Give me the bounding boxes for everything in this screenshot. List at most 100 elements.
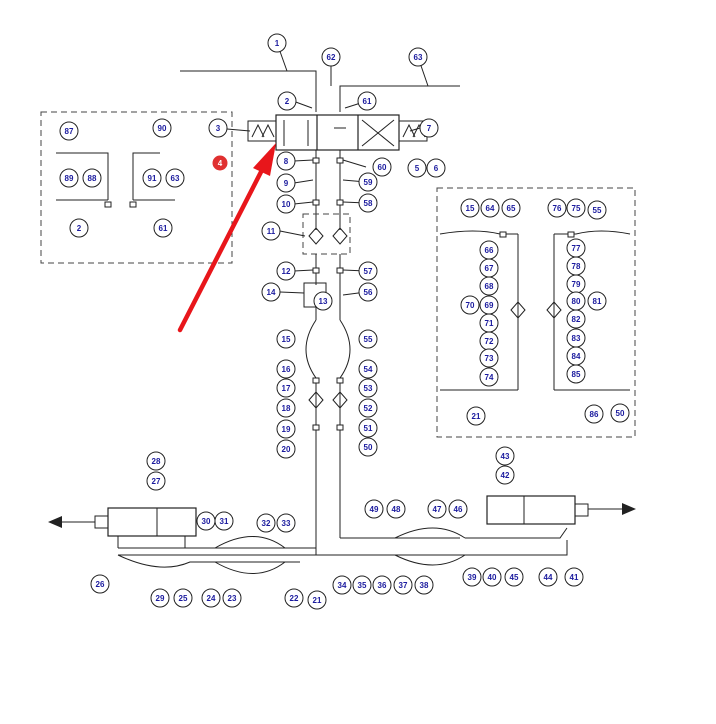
callout-28: 28 [146,451,166,471]
callout-33: 33 [276,513,296,533]
callout-circle [307,590,327,610]
callout-number: 24 [207,594,216,603]
callout-number: 12 [282,267,291,276]
callout-circle [564,567,584,587]
callout-68: 68 [479,276,499,296]
callout-circle [610,403,630,423]
callout-37: 37 [393,575,413,595]
callout-23: 23 [222,588,242,608]
callout-38: 38 [414,575,434,595]
fittings-trunk [312,157,344,431]
callout-circle [538,567,558,587]
callout-number: 55 [364,335,373,344]
callout-number: 56 [364,288,373,297]
callout-number: 22 [290,594,299,603]
callout-circle [479,276,499,296]
callout-number: 17 [282,384,291,393]
callout-13: 13 [313,291,333,311]
callout-63: 63 [165,168,185,188]
callout-number: 16 [282,365,291,374]
callout-number: 4 [218,159,223,168]
callout-circle [59,168,79,188]
callout-number: 87 [65,127,74,136]
callout-number: 60 [378,163,387,172]
callout-circle [276,173,296,193]
callout-number: 78 [572,262,581,271]
callout-number: 74 [485,373,494,382]
callout-67: 67 [479,258,499,278]
callout-circle [152,118,172,138]
callout-number: 7 [427,124,432,133]
callout-circle [276,513,296,533]
callout-number: 25 [179,594,188,603]
callout-circle [173,588,193,608]
callout-number: 34 [338,581,347,590]
callout-number: 2 [285,97,290,106]
callout-72: 72 [479,331,499,351]
callout-circle [408,47,428,67]
callout-number: 13 [319,297,328,306]
callout-43: 43 [495,446,515,466]
callout-circle [276,419,296,439]
callout-79: 79 [566,274,586,294]
callout-circle [460,198,480,218]
callout-circle [256,513,276,533]
callout-number: 59 [364,178,373,187]
left-cylinder [48,507,197,548]
callout-number: 11 [267,227,276,236]
callout-circle [165,168,185,188]
callout-number: 3 [216,124,221,133]
callout-number: 6 [434,164,439,173]
callout-circle [90,574,110,594]
callout-circle [584,404,604,424]
callout-73: 73 [479,348,499,368]
callout-number: 72 [485,337,494,346]
callout-75: 75 [566,198,586,218]
callout-number: 39 [468,573,477,582]
callout-number: 52 [364,404,373,413]
callout-20: 20 [276,439,296,459]
callout-circle [146,451,166,471]
callout-circle [276,439,296,459]
callout-64: 64 [480,198,500,218]
callout-number: 19 [282,425,291,434]
callout-number: 70 [466,301,475,310]
callout-81: 81 [587,291,607,311]
callout-number: 28 [152,457,161,466]
callout-circle [372,575,392,595]
callout-number: 67 [485,264,494,273]
callout-number: 62 [327,53,336,62]
callout-24: 24 [201,588,221,608]
callout-number: 57 [364,267,373,276]
callout-circle [276,151,296,171]
callout-circle [277,91,297,111]
callout-number: 89 [65,174,74,183]
callout-circle [358,193,378,213]
callout-11: 11 [261,221,281,241]
callout-circle [426,158,446,178]
callout-15: 15 [460,198,480,218]
callout-85: 85 [566,364,586,384]
callout-number: 50 [364,443,373,452]
callout-circle [276,359,296,379]
callout-21: 21 [466,406,486,426]
callout-4: 4 [212,155,228,171]
callout-number: 8 [284,157,289,166]
right-detail-lines [439,230,631,391]
callout-7: 7 [419,118,439,138]
callout-circle [276,194,296,214]
callout-62: 62 [321,47,341,67]
callout-circle [547,198,567,218]
callout-number: 88 [88,174,97,183]
callout-58: 58 [358,193,378,213]
directional-valve [247,114,428,151]
callout-56: 56 [358,282,378,302]
callout-circle [364,499,384,519]
callout-number: 44 [544,573,553,582]
callout-number: 10 [282,200,291,209]
callout-34: 34 [332,575,352,595]
callout-number: 45 [510,573,519,582]
callout-circle [495,465,515,485]
callout-60: 60 [372,157,392,177]
callout-41: 41 [564,567,584,587]
